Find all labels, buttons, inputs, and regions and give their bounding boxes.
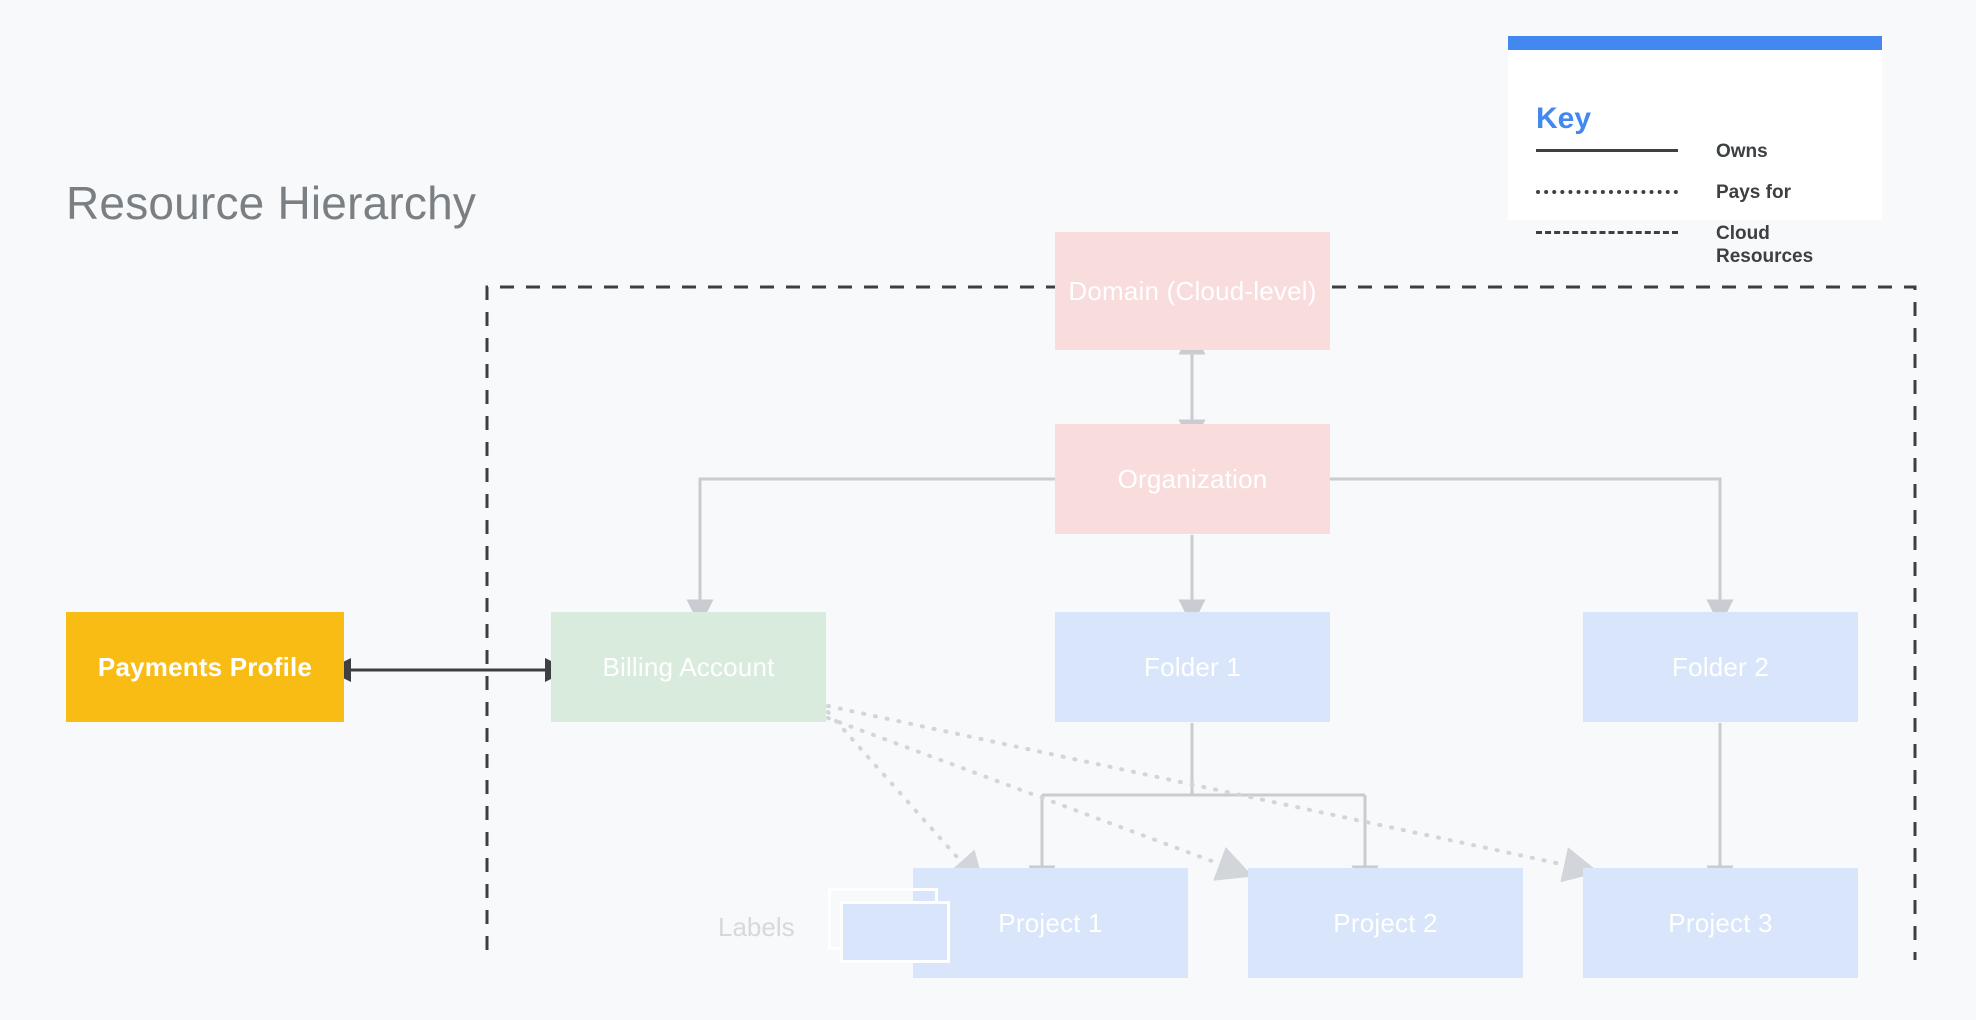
node-organization-label: Organization [1117,463,1268,494]
node-billing-account[interactable]: Billing Account [551,612,826,722]
cloud-resources-boundary [485,285,1917,960]
key-entry-cloud-resources: Cloud Resources [1536,222,1866,267]
page-title: Resource Hierarchy [66,177,477,229]
node-payments-profile[interactable]: Payments Profile [66,612,344,722]
key-entry-list: Owns Pays for Cloud Resources [1536,140,1866,267]
node-project-1[interactable]: Project 1 [913,868,1188,978]
node-organization[interactable]: Organization [1055,424,1330,534]
key-entry-owns: Owns [1536,140,1866,168]
key-accent-bar [1508,36,1882,50]
node-folder-1[interactable]: Folder 1 [1055,612,1330,722]
key-entry-pays-for: Pays for [1536,181,1866,209]
solid-line-icon [1536,149,1678,152]
key-entry-owns-label: Owns [1716,141,1768,162]
node-payments-profile-label: Payments Profile [97,651,313,682]
node-folder-2[interactable]: Folder 2 [1583,612,1858,722]
node-project-2[interactable]: Project 2 [1248,868,1523,978]
node-domain[interactable]: Domain (Cloud-level) [1055,232,1330,350]
node-billing-account-label: Billing Account [602,651,775,682]
key-entry-pays-for-label: Pays for [1716,182,1791,203]
node-folder-2-label: Folder 2 [1672,651,1769,682]
edge-billing-pays-projects [826,704,1600,889]
key-entry-cloud-resources-label: Cloud Resources [1716,223,1814,268]
dashed-line-icon [1536,231,1678,234]
key-heading: Key [1536,102,1592,135]
node-folder-1-label: Folder 1 [1144,651,1241,682]
key-panel: Key Owns Pays for Cloud Resources [1508,36,1882,267]
edge-folder1-projects [1028,723,1379,893]
dotted-line-icon [1536,190,1678,194]
node-project-3[interactable]: Project 3 [1583,868,1858,978]
node-project-3-label: Project 3 [1668,907,1773,938]
edge-organization-children [686,477,1734,627]
labels-stack-icon [828,888,960,966]
node-domain-label: Domain (Cloud-level) [1068,275,1317,306]
labels-annotation: Labels [718,912,795,942]
node-project-1-label: Project 1 [998,907,1103,938]
labels-stack-front-card [840,901,950,963]
node-project-2-label: Project 2 [1333,907,1438,938]
